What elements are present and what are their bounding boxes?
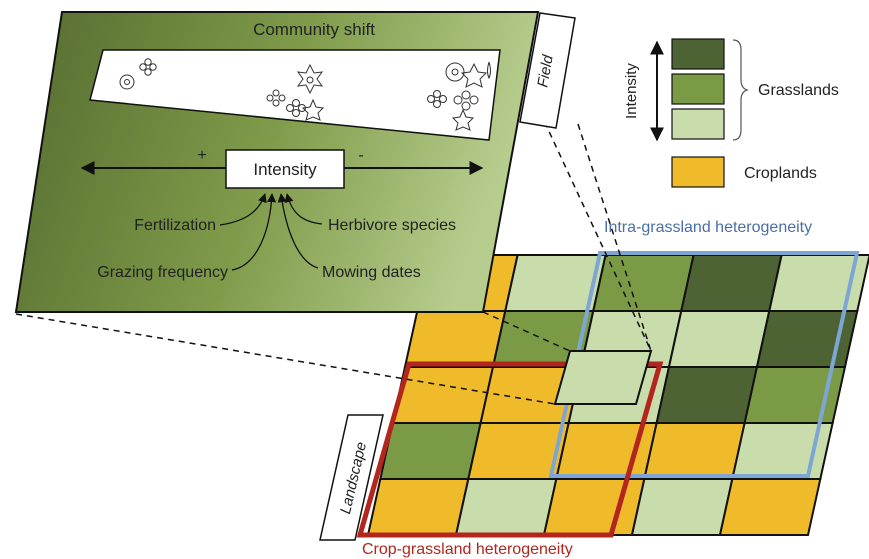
- minus-sign: -: [358, 147, 363, 164]
- field-tab: [519, 12, 576, 129]
- plus-sign: +: [197, 147, 206, 164]
- landscape-cell-grass-low: [454, 478, 558, 536]
- landscape-cell-grass-low: [630, 478, 734, 536]
- landscape-cell-grass-low: [667, 310, 771, 368]
- landscape-cell-grass-mid: [379, 422, 482, 480]
- landscape-tab: [319, 414, 384, 541]
- driver-arrows: [219, 193, 323, 271]
- legend-swatch-grass-mid: [671, 73, 725, 105]
- legend-swatch-grass-high: [671, 38, 725, 70]
- panel-title: Community shift: [253, 20, 375, 39]
- flower-strip: [89, 49, 501, 141]
- landscape-cell-crop: [718, 478, 822, 536]
- landscape-cell-grass-high: [655, 366, 759, 424]
- landscape-cell-grass-low: [768, 254, 869, 312]
- legend-croplands-label: Croplands: [744, 165, 817, 182]
- landscape-cell-crop: [366, 478, 470, 536]
- intra-grassland-label: Intra-grassland heterogeneity: [604, 219, 812, 236]
- legend-grasslands-label: Grasslands: [758, 82, 839, 99]
- legend-swatch-crop: [671, 156, 725, 188]
- legend-intensity-label: Intensity: [623, 63, 640, 119]
- landscape-cell-crop: [403, 310, 507, 368]
- intensity-box-label: Intensity: [253, 160, 317, 179]
- field-label: Field: [534, 53, 557, 89]
- legend: Intensity Grasslands Croplands: [623, 38, 839, 188]
- landscape-cell-crop: [542, 478, 646, 536]
- flower-icons: [119, 58, 491, 131]
- driver-herbivore-species: Herbivore species: [328, 217, 456, 234]
- legend-swatch-grass-low: [671, 108, 725, 140]
- landscape-grid: [366, 254, 869, 536]
- driver-mowing-dates: Mowing dates: [322, 264, 421, 281]
- landscape-cell-grass-high: [680, 254, 783, 312]
- driver-fertilization: Fertilization: [134, 217, 216, 234]
- crop-grassland-label: Crop-grassland heterogeneity: [362, 541, 573, 558]
- landscape-cell-crop: [643, 422, 746, 480]
- field-cell: [553, 350, 653, 405]
- legend-brace: [732, 39, 749, 141]
- landscape-cell-grass-mid: [592, 254, 695, 312]
- zoom-lines: [15, 111, 652, 405]
- driver-grazing-frequency: Grazing frequency: [97, 264, 228, 281]
- intensity-box: [225, 149, 345, 189]
